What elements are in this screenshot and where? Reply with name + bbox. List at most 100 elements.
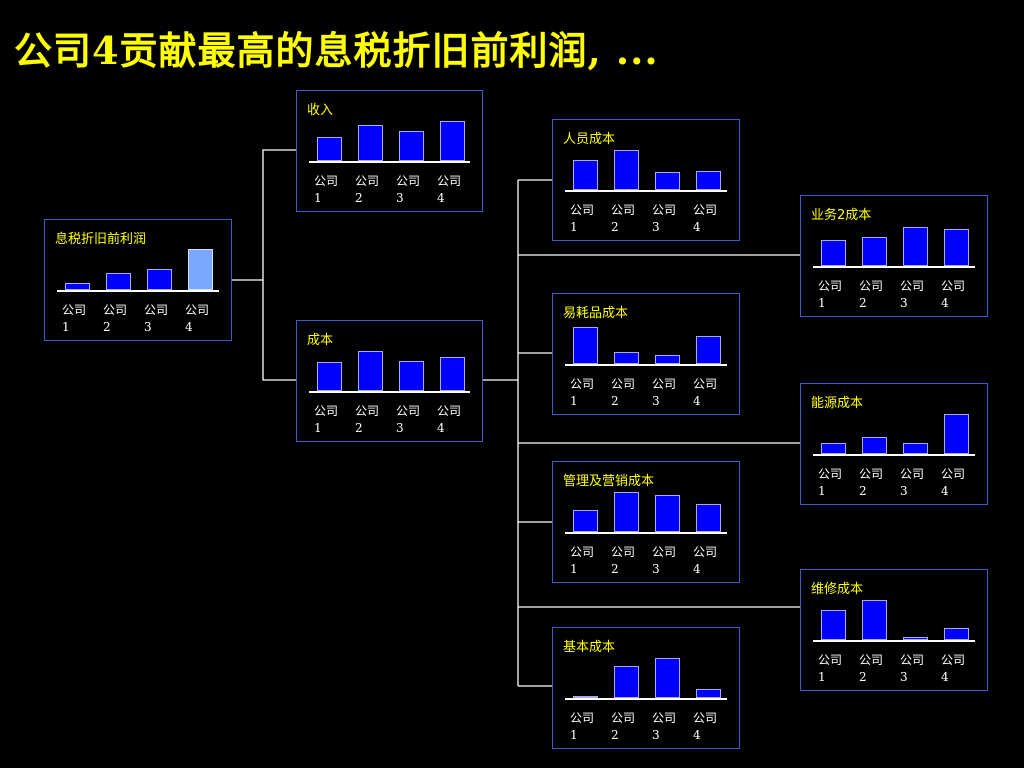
category-name: 公司 bbox=[103, 303, 128, 317]
bar-1 bbox=[317, 137, 342, 161]
category-number: 1 bbox=[818, 484, 826, 498]
bar-4 bbox=[944, 414, 969, 454]
category-number: 2 bbox=[859, 670, 867, 684]
bar-area bbox=[553, 462, 739, 532]
category-name: 公司 bbox=[652, 203, 677, 217]
category-name: 公司 bbox=[818, 279, 843, 293]
category-number: 3 bbox=[652, 562, 660, 576]
category-number: 3 bbox=[144, 320, 152, 334]
bar-4 bbox=[944, 628, 969, 640]
bar-area bbox=[553, 294, 739, 364]
category-name: 公司 bbox=[693, 203, 718, 217]
category-name: 公司 bbox=[693, 545, 718, 559]
category-number: 3 bbox=[396, 191, 404, 205]
category-number: 4 bbox=[693, 394, 701, 408]
chart-baseline bbox=[813, 640, 975, 642]
category-number: 3 bbox=[900, 484, 908, 498]
bar-3 bbox=[147, 269, 172, 290]
bar-4 bbox=[944, 229, 969, 266]
bar-1 bbox=[821, 610, 846, 640]
panel-title: 管理及营销成本 bbox=[563, 474, 655, 489]
bar-3 bbox=[655, 658, 680, 698]
bar-1 bbox=[573, 510, 598, 532]
category-number: 2 bbox=[355, 191, 363, 205]
category-name: 公司 bbox=[570, 711, 595, 725]
category-number: 2 bbox=[355, 421, 363, 435]
category-name: 公司 bbox=[355, 404, 380, 418]
category-number: 4 bbox=[693, 562, 701, 576]
panel-title: 能源成本 bbox=[811, 396, 864, 411]
category-name: 公司 bbox=[611, 545, 636, 559]
category-name: 公司 bbox=[185, 303, 210, 317]
category-label: 公司 4 bbox=[693, 544, 727, 578]
chart-baseline bbox=[565, 698, 727, 700]
bar-2 bbox=[614, 150, 639, 190]
category-number: 4 bbox=[693, 220, 701, 234]
category-name: 公司 bbox=[396, 174, 421, 188]
category-name: 公司 bbox=[570, 377, 595, 391]
category-number: 4 bbox=[185, 320, 193, 334]
category-name: 公司 bbox=[570, 545, 595, 559]
category-name: 公司 bbox=[652, 377, 677, 391]
category-name: 公司 bbox=[652, 711, 677, 725]
category-name: 公司 bbox=[570, 203, 595, 217]
category-number: 4 bbox=[941, 670, 949, 684]
chart-baseline bbox=[813, 266, 975, 268]
category-name: 公司 bbox=[941, 279, 966, 293]
category-number: 1 bbox=[570, 728, 578, 742]
bar-1 bbox=[317, 362, 342, 391]
bar-4 bbox=[440, 357, 465, 391]
bar-1 bbox=[821, 240, 846, 266]
category-name: 公司 bbox=[396, 404, 421, 418]
category-number: 2 bbox=[611, 394, 619, 408]
bar-4 bbox=[188, 249, 213, 290]
bar-3 bbox=[903, 227, 928, 266]
bar-3 bbox=[655, 355, 680, 364]
bar-1 bbox=[573, 327, 598, 364]
category-name: 公司 bbox=[859, 653, 884, 667]
bar-3 bbox=[655, 172, 680, 190]
chart-baseline bbox=[309, 161, 470, 163]
bar-2 bbox=[106, 273, 131, 290]
panel-title: 人员成本 bbox=[563, 132, 616, 147]
bar-3 bbox=[903, 637, 928, 640]
category-label: 公司 4 bbox=[693, 202, 727, 236]
category-label: 公司 3 bbox=[652, 544, 686, 578]
category-name: 公司 bbox=[652, 545, 677, 559]
category-name: 公司 bbox=[900, 279, 925, 293]
bar-4 bbox=[440, 121, 465, 161]
category-number: 2 bbox=[611, 728, 619, 742]
category-number: 4 bbox=[693, 728, 701, 742]
bar-2 bbox=[862, 600, 887, 640]
category-name: 公司 bbox=[941, 467, 966, 481]
bar-3 bbox=[655, 495, 680, 532]
category-name: 公司 bbox=[437, 174, 462, 188]
panel-title: 业务2成本 bbox=[811, 208, 872, 223]
category-number: 1 bbox=[314, 421, 322, 435]
category-name: 公司 bbox=[941, 653, 966, 667]
bar-3 bbox=[399, 361, 424, 391]
bar-2 bbox=[614, 492, 639, 532]
